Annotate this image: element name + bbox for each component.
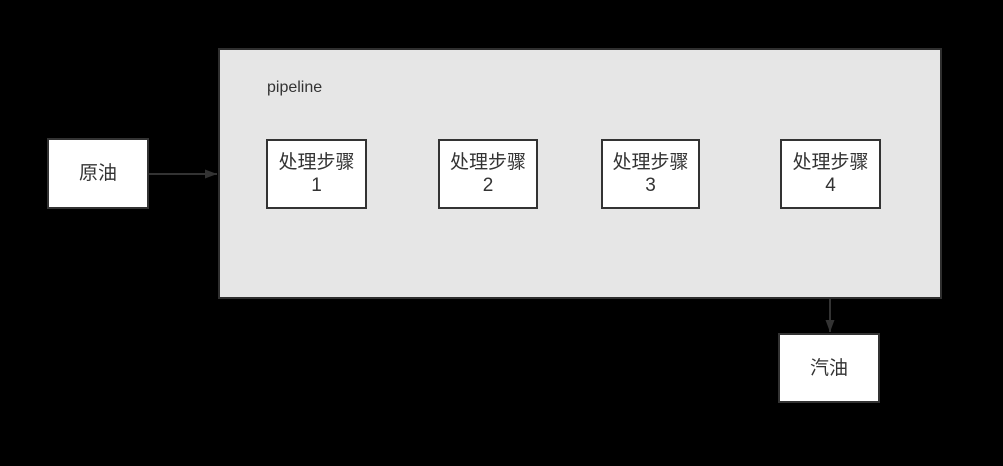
node-step-3-number: 3 (645, 175, 656, 196)
node-gasoline-label: 汽油 (809, 357, 848, 379)
node-crude-oil-label: 原油 (78, 163, 117, 184)
node-gasoline: 汽油 (778, 333, 880, 403)
node-step-4: 处理步骤 4 (780, 139, 881, 209)
node-step-1-title: 处理步骤 (278, 152, 355, 173)
node-step-3-title: 处理步骤 (612, 152, 689, 173)
node-crude-oil: 原油 (47, 138, 149, 209)
node-step-2: 处理步骤 2 (438, 139, 538, 209)
node-step-3: 处理步骤 3 (601, 139, 700, 209)
node-step-1-number: 1 (311, 175, 322, 196)
pipeline-label: pipeline (267, 79, 323, 96)
node-step-4-title: 处理步骤 (792, 152, 869, 173)
node-step-2-number: 2 (482, 175, 494, 196)
node-step-1: 处理步骤 1 (266, 139, 367, 209)
node-step-4-number: 4 (825, 175, 836, 196)
node-step-2-title: 处理步骤 (449, 152, 526, 173)
